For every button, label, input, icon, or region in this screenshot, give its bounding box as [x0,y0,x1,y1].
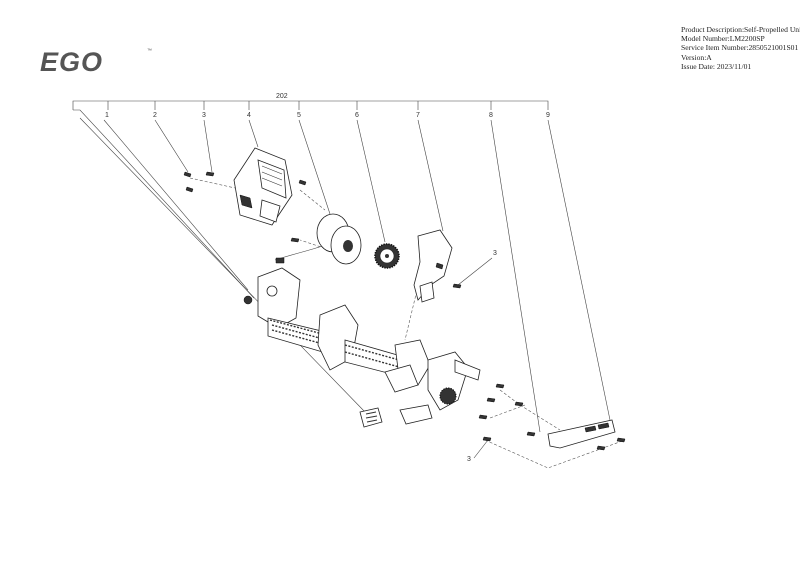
callout-2: 2 [153,112,157,119]
issue-date: Issue Date: 2023/11/01 [681,61,752,71]
callout-3: 3 [202,112,206,119]
ego-logo: EGO ™ [40,47,152,77]
product-info-block: Product Description:Self-Propelled Unit … [681,25,800,71]
part-4-gearbox-housing [233,147,293,226]
screw-set-lower [478,383,626,451]
callout-8: 8 [489,112,493,119]
part-9-link-bracket [547,419,616,449]
logo-trademark: ™ [147,48,152,54]
label-plate [359,407,383,428]
part-7-gear-cover [413,229,453,303]
model-number: Model Number:LM2200SP [681,34,765,44]
assembly-bracket: 202 [72,93,549,110]
callout-3-screws-bottom: 3 [467,456,471,463]
callout-3-screw-cover: 3 [493,250,497,257]
logo-text: EGO [40,47,103,77]
callout-1: 1 [105,112,109,119]
callout-6: 6 [355,112,359,119]
part-6-gear [374,243,400,269]
callout-9: 9 [546,112,550,119]
part-5-motor [274,213,362,265]
callout-assembly: 202 [276,93,288,100]
screw-set-upper [183,171,462,289]
service-item-number: Service Item Number:2850521001S01 [681,43,799,53]
assembly-paths [189,177,626,469]
leader-lines [73,109,611,459]
version: Version:A [681,52,712,62]
callout-7: 7 [416,112,420,119]
callout-4: 4 [247,112,251,119]
axle-assembly [243,267,481,425]
product-description: Product Description:Self-Propelled Unit [681,25,800,34]
callout-5: 5 [297,112,301,119]
